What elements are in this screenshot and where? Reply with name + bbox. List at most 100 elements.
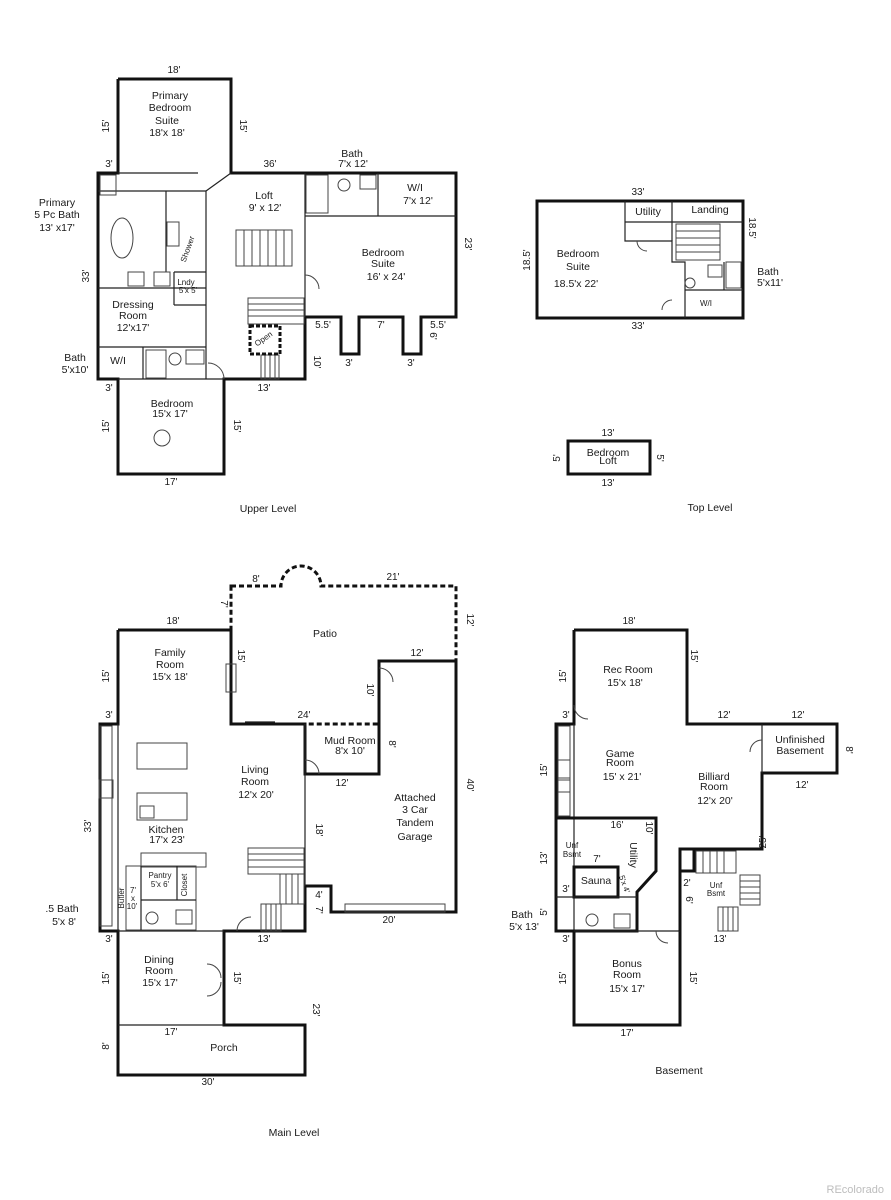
basement-caption: Basement [655, 1065, 702, 1077]
open-label: Open [253, 330, 274, 349]
dimension-label: 18' [313, 823, 324, 836]
top-walkin-label: W/I [700, 299, 712, 308]
dimension-label: 5' [654, 454, 665, 462]
door-swing-icon [378, 667, 394, 683]
dimension-label: 8' [101, 1042, 112, 1050]
dimension-label: 3' [105, 159, 113, 170]
sink-icon [185, 349, 205, 365]
dimension-label: 40' [464, 778, 475, 791]
door-swing-icon [207, 362, 225, 380]
bedroom-loft-box [566, 439, 652, 476]
dimension-label: 15' [235, 649, 246, 662]
dimension-label: 3' [105, 383, 113, 394]
dimension-label: 3' [345, 358, 353, 369]
dimension-label: 3' [562, 934, 570, 945]
dimension-label: 8' [843, 746, 854, 754]
dimension-label: 12' [795, 780, 808, 791]
dimension-label: 15' [101, 419, 112, 432]
door-swing-icon [655, 930, 669, 944]
sauna-label: Sauna [581, 875, 612, 887]
kitchen-island-icon [136, 742, 188, 770]
main-stairs-icon [247, 847, 305, 932]
upper-fixtures [99, 174, 377, 447]
kitchen-island-icon [136, 792, 188, 821]
shower-label: Shower [179, 235, 197, 264]
toilet-icon [684, 277, 696, 289]
dimension-label: 25' [758, 835, 769, 848]
dimension-label: 7' [377, 320, 385, 331]
dimension-label: 6' [427, 332, 438, 340]
dimension-label: 10' [643, 821, 654, 834]
basement-dimensions: 18' 15' 15' 3' 12' 12' 8' 12' 15' 16' 10… [539, 616, 854, 1039]
dimension-label: 15' [231, 419, 242, 432]
dimension-label: 18' [167, 65, 180, 76]
dimension-label: 15' [558, 669, 569, 682]
sink-icon [557, 759, 571, 779]
dimension-label: 5' [552, 454, 563, 462]
dimension-label: 10' [364, 683, 375, 696]
spiral-stair-icon [153, 429, 171, 447]
dimension-label: 15' [231, 971, 242, 984]
door-swing-icon [304, 759, 320, 775]
top-dimensions: 33' 33' 18.5' 18.5' 13' 13' 5' 5' [522, 187, 757, 489]
garage-door-icon [344, 903, 446, 913]
dimension-label: 7' [593, 854, 601, 865]
patio-outline [229, 564, 458, 726]
toilet-icon [168, 352, 182, 366]
dimension-label: 3' [105, 710, 113, 721]
dimension-label: 18' [166, 616, 179, 627]
dimension-label: 5.5' [430, 320, 446, 331]
top-level-caption: Top Level [688, 502, 733, 514]
dimension-label: 33' [631, 321, 644, 332]
sink-icon [707, 264, 723, 278]
dimension-label: 33' [83, 819, 94, 832]
sink-icon [175, 909, 193, 925]
dimension-label: 16' [610, 820, 623, 831]
dimension-label: 12' [335, 778, 348, 789]
dimension-label: 12' [410, 648, 423, 659]
upper-level-caption: Upper Level [240, 503, 297, 515]
bathtub-icon [110, 217, 134, 259]
dimension-label: 6' [683, 896, 694, 904]
dimension-label: 24' [297, 710, 310, 721]
dimension-label: 23' [310, 1003, 321, 1016]
dimension-label: 17' [620, 1028, 633, 1039]
dimension-label: 15' [558, 971, 569, 984]
dimension-label: 13' [257, 934, 270, 945]
dimension-label: 30' [201, 1077, 214, 1088]
door-swing-icon [636, 240, 648, 252]
dimension-label: 13' [601, 428, 614, 439]
dimension-label: 13' [713, 934, 726, 945]
dimension-label: 18' [622, 616, 635, 627]
dimension-label: 12' [791, 710, 804, 721]
cooktop-icon [98, 779, 114, 799]
fireplace-icon [225, 663, 237, 693]
dimension-label: 15' [687, 971, 698, 984]
dimension-label: 12' [717, 710, 730, 721]
dimension-label: 15' [101, 971, 112, 984]
dimension-label: 8' [252, 574, 260, 585]
closet-label: Closet [180, 873, 189, 896]
dimension-label: 5.5' [315, 320, 331, 331]
door-swing-icon [304, 274, 320, 290]
